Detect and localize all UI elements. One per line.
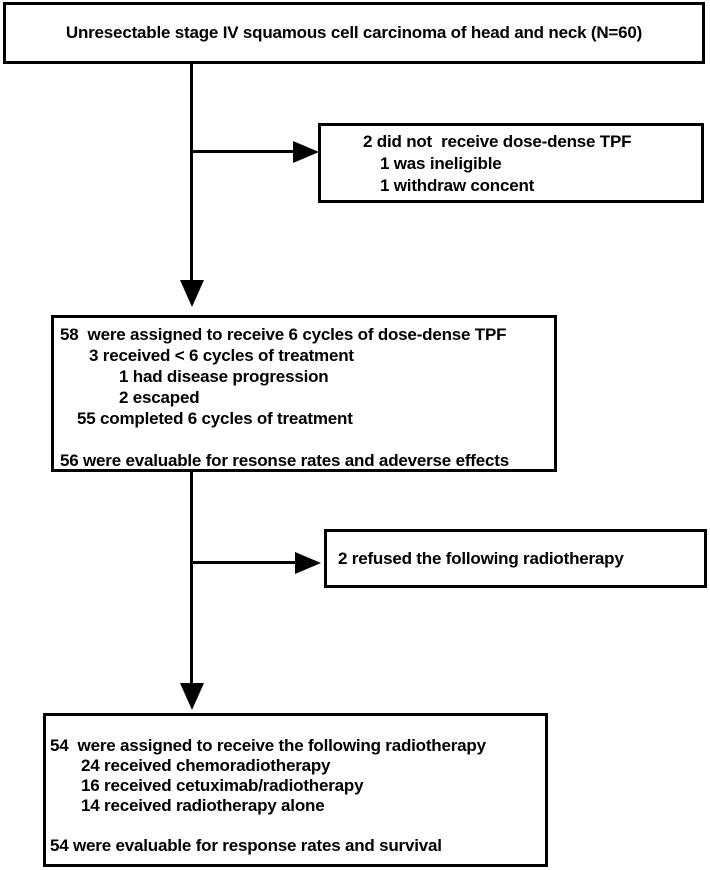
enrollment-text: Unresectable stage IV squamous cell carc… bbox=[65, 23, 643, 42]
node-tpf-treatment: 58 were assigned to receive 6 cycles of … bbox=[51, 315, 557, 472]
box-line: 54 were evaluable for response rates and… bbox=[50, 836, 442, 855]
box-line: 54 were assigned to receive the followin… bbox=[50, 736, 486, 755]
arrowhead-right-icon bbox=[293, 141, 319, 163]
connector-branch-excluded-line bbox=[191, 150, 293, 153]
node-refused-radiotherapy: 2 refused the following radiotherapy bbox=[324, 529, 707, 588]
box-line: 14 received radiotherapy alone bbox=[81, 796, 325, 815]
box-line: 2 escaped bbox=[119, 388, 200, 407]
node-radiotherapy: 54 were assigned to receive the followin… bbox=[43, 713, 548, 867]
box-line: 3 received < 6 cycles of treatment bbox=[89, 346, 354, 365]
connector-branch-refused-line bbox=[191, 561, 295, 564]
connector-tpf-to-radiotherapy-line bbox=[190, 472, 193, 683]
radiotherapy-lines: 54 were assigned to receive the followin… bbox=[50, 736, 545, 856]
box-line: 1 was ineligible bbox=[380, 154, 502, 173]
arrowhead-down-icon bbox=[180, 280, 204, 307]
excluded-tpf-lines: 2 did not receive dose-dense TPF 1 was in… bbox=[363, 131, 701, 197]
arrowhead-down-icon bbox=[180, 683, 204, 710]
box-line: 58 were assigned to receive 6 cycles of … bbox=[60, 325, 507, 344]
box-line: 24 received chemoradiotherapy bbox=[81, 756, 331, 775]
box-line: 1 withdraw concent bbox=[380, 176, 535, 195]
box-line bbox=[60, 429, 554, 450]
tpf-treatment-lines: 58 were assigned to receive 6 cycles of … bbox=[60, 324, 554, 471]
box-line: 2 did not receive dose-dense TPF bbox=[363, 132, 632, 151]
refused-radiotherapy-text: 2 refused the following radiotherapy bbox=[338, 549, 624, 568]
node-enrollment: Unresectable stage IV squamous cell carc… bbox=[3, 2, 705, 64]
box-line: 1 had disease progression bbox=[119, 367, 329, 386]
node-excluded-tpf: 2 did not receive dose-dense TPF 1 was in… bbox=[318, 123, 704, 203]
box-line bbox=[50, 816, 545, 836]
arrowhead-right-icon bbox=[295, 552, 321, 574]
box-line: 55 completed 6 cycles of treatment bbox=[77, 409, 353, 428]
box-line: 16 received cetuximab/radiotherapy bbox=[81, 776, 364, 795]
connector-enrollment-to-tpf-line bbox=[190, 64, 193, 280]
box-line: 56 were evaluable for resonse rates and … bbox=[60, 451, 509, 470]
